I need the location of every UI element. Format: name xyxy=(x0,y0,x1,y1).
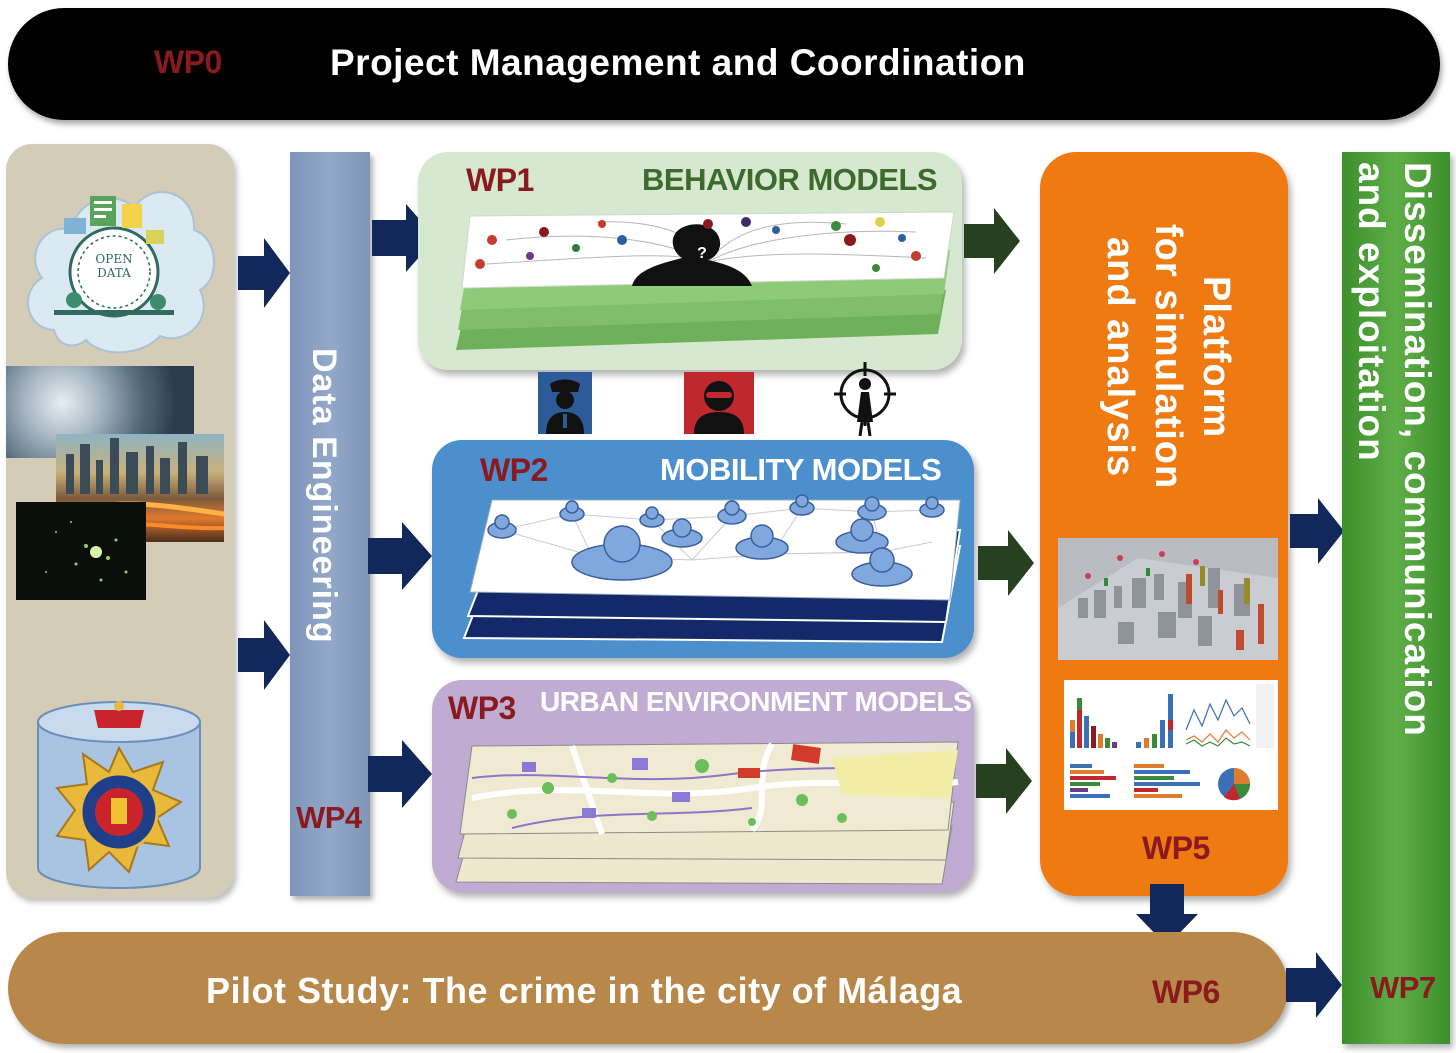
arrow-wp2-to-wp5 xyxy=(978,530,1034,596)
wp5-label: WP5 xyxy=(1142,830,1210,866)
wp0-label: WP0 xyxy=(154,44,222,80)
wp0-bar: WP0 Project Management and Coordination xyxy=(8,8,1440,120)
wp3-label: WP3 xyxy=(448,690,516,726)
wp1-label: WP1 xyxy=(466,162,534,198)
wp6-pilot-study-bar: Pilot Study: The crime in the city of Má… xyxy=(8,932,1288,1044)
wp5-title-line3: and analysis xyxy=(1099,236,1141,477)
open-data-cloud-icon xyxy=(27,191,215,354)
open-data-line1: OPEN xyxy=(95,252,133,266)
wp7-label: WP7 xyxy=(1370,970,1436,1005)
behavior-model-layers: ? xyxy=(456,211,955,350)
arrow-de-to-wp3 xyxy=(368,740,432,808)
arrow-wp1-to-wp5 xyxy=(964,208,1020,274)
arrow-wp6-to-wp7 xyxy=(1286,952,1342,1018)
wp6-label: WP6 xyxy=(1152,974,1220,1010)
wp5-title-line2: for simulation xyxy=(1147,224,1189,490)
arrow-sources-to-de-bottom xyxy=(238,620,290,690)
wp2-label: WP2 xyxy=(480,452,548,488)
police-database-icon xyxy=(37,701,201,889)
wp3-title: URBAN ENVIRONMENT MODELS xyxy=(540,686,972,717)
arrow-wp3-to-wp5 xyxy=(976,748,1032,814)
arrow-wp5-to-wp7 xyxy=(1290,498,1344,564)
wp1-title: BEHAVIOR MODELS xyxy=(642,162,938,197)
3d-city-map-image xyxy=(1058,538,1278,660)
victim-target-icon xyxy=(834,362,896,437)
mobility-model-layers xyxy=(462,494,962,644)
criminal-icon xyxy=(684,372,754,434)
data-engineering-title: Data Engineering xyxy=(305,348,343,644)
data-engineering-column: Data Engineering WP4 xyxy=(290,152,370,896)
wp5-title-line1: Platform xyxy=(1195,275,1237,438)
wp7-dissemination-column: Dissemination, communication and exploit… xyxy=(1342,152,1450,1044)
urban-map-layers xyxy=(455,741,959,885)
police-officer-icon xyxy=(538,372,592,434)
wp7-title-line1: Dissemination, communication xyxy=(1397,162,1438,737)
night-city-lights-image xyxy=(16,502,146,600)
wp4-label: WP4 xyxy=(296,800,362,835)
svg-text:?: ? xyxy=(697,245,707,262)
open-data-line2: DATA xyxy=(97,266,131,280)
wp7-title-line2: and exploitation xyxy=(1351,162,1392,462)
wp0-title: Project Management and Coordination xyxy=(330,42,1026,83)
arrow-sources-to-de-top xyxy=(238,238,290,308)
analysis-charts-image xyxy=(1064,680,1278,810)
arrow-de-to-wp2 xyxy=(368,522,432,590)
wp2-title: MOBILITY MODELS xyxy=(660,452,942,487)
arrow-wp5-to-wp6 xyxy=(1136,884,1198,946)
wp6-title: Pilot Study: The crime in the city of Má… xyxy=(206,970,963,1011)
